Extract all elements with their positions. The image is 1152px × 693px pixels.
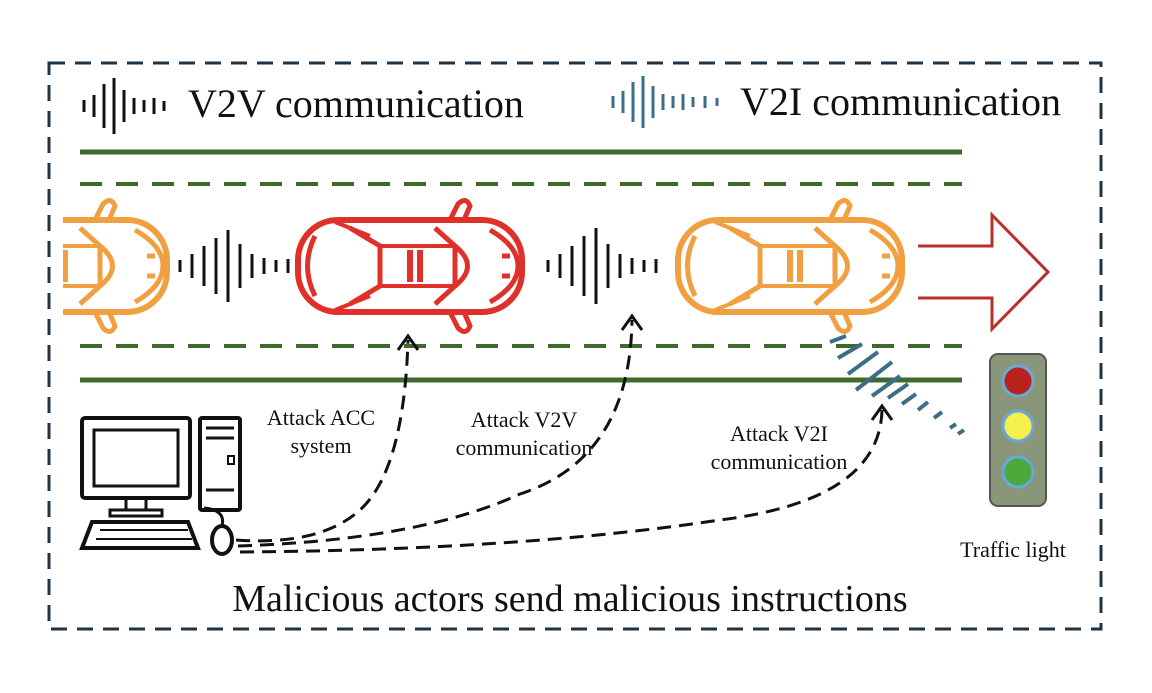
v2v-signal-icon-2: [546, 228, 658, 304]
v2v-signal-icon-1: [178, 230, 290, 302]
attack-v2v-label: Attack V2V communication: [434, 406, 614, 461]
leading-car-icon: [678, 200, 902, 331]
red-light-icon: [1001, 364, 1035, 398]
traffic-light-label: Traffic light: [960, 537, 1066, 562]
traffic-light-icon: [989, 353, 1047, 507]
v2v-legend-label: V2V communication: [188, 81, 524, 126]
v2v-signal-icon: [82, 78, 166, 134]
attack-acc-arrow: [235, 339, 410, 543]
outer-frame: [47, 61, 1103, 631]
attack-v2i-label: Attack V2I communication: [684, 420, 874, 475]
attack-v2v-line1: Attack V2V: [470, 407, 578, 432]
attack-v2v-line2: communication: [455, 434, 593, 460]
v2i-signal-diagonal-icon: [829, 334, 966, 436]
attack-v2i-line1: Attack V2I: [730, 421, 828, 446]
attack-arrows: [235, 319, 884, 554]
attack-acc-line2: system: [290, 432, 352, 458]
footer-caption: Malicious actors send malicious instruct…: [232, 578, 908, 620]
v2i-legend-label: V2I communication: [740, 79, 1062, 124]
left-car-icon: [0, 200, 167, 331]
attack-v2v-arrow: [237, 319, 634, 548]
attack-acc-line1: Attack ACC: [266, 405, 376, 430]
attack-v2i-arrow: [239, 409, 884, 554]
attack-arrowheads: [396, 313, 894, 421]
green-light-icon: [1001, 455, 1035, 489]
yellow-light-icon: [1001, 409, 1035, 443]
attack-v2i-line2: communication: [710, 448, 848, 474]
computer-icon: [79, 416, 242, 556]
v2i-signal-icon: [611, 76, 719, 128]
attacker-car-icon: [298, 200, 522, 331]
direction-arrow-icon: [918, 211, 1051, 333]
attack-acc-label: Attack ACC system: [246, 404, 396, 459]
